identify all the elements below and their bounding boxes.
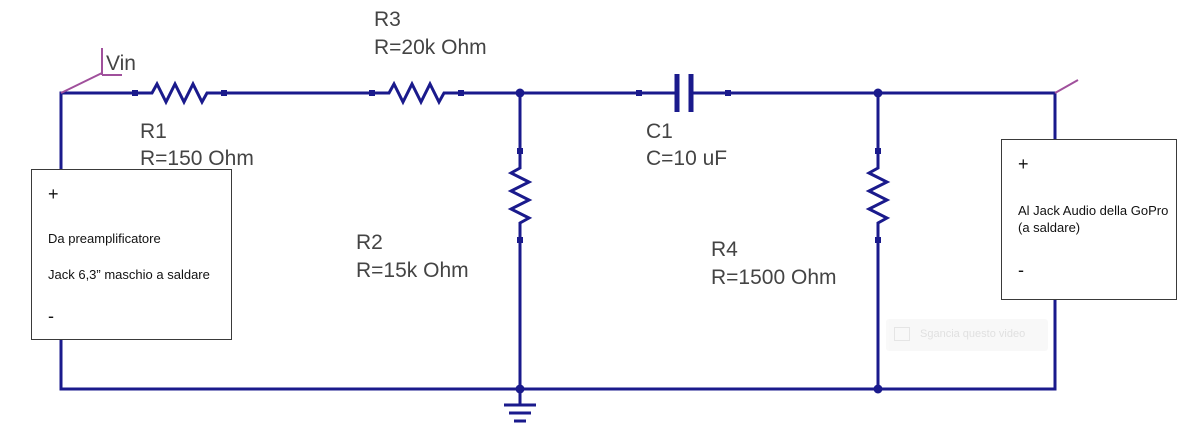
junction-node-r2-bottom [515,384,525,394]
output-note-line2: (a saldare) [1018,220,1081,235]
c1-name-label: C1 [646,120,673,143]
undock-video-button[interactable]: Sgancia questo video [886,319,1048,351]
undock-video-label: Sgancia questo video [920,328,1026,340]
input-note-line1: Da preamplificatore [48,231,161,246]
input-minus-sign: - [48,306,54,326]
r3-value-label: R=20k Ohm [374,36,487,59]
r2-value-label: R=15k Ohm [356,259,469,282]
output-note-box: + Al Jack Audio della GoPro (a saldare) … [1001,139,1177,300]
resistor-r4 [865,148,891,243]
c1-value-label: C=10 uF [646,147,727,170]
vin-label: Vin [106,52,136,75]
resistor-r2 [507,148,533,243]
output-note-line1: Al Jack Audio della GoPro [1018,203,1169,218]
r4-value-label: R=1500 Ohm [711,266,837,289]
input-plus-sign: + [48,184,59,204]
ground-icon [504,403,536,423]
output-minus-sign: - [1018,260,1024,280]
r1-name-label: R1 [140,120,167,143]
capacitor-c1 [636,74,731,112]
junction-node-r2-top [515,88,525,98]
wires [59,91,1057,406]
input-note-box: + Da preamplificatore Jack 6,3” maschio … [31,169,232,340]
undock-video-icon [894,327,910,341]
r4-name-label: R4 [711,238,738,261]
vin-probe-icon [60,48,122,94]
junction-node-r4-bottom [873,384,883,394]
r3-name-label: R3 [374,8,401,31]
r2-name-label: R2 [356,231,383,254]
output-plus-sign: + [1018,154,1029,174]
resistor-r1 [132,80,227,106]
output-probe-icon [1054,79,1079,94]
resistor-r3 [369,80,464,106]
input-note-line2: Jack 6,3” maschio a saldare [48,267,210,282]
junction-node-r4-top [873,88,883,98]
r1-value-label: R=150 Ohm [140,147,254,170]
